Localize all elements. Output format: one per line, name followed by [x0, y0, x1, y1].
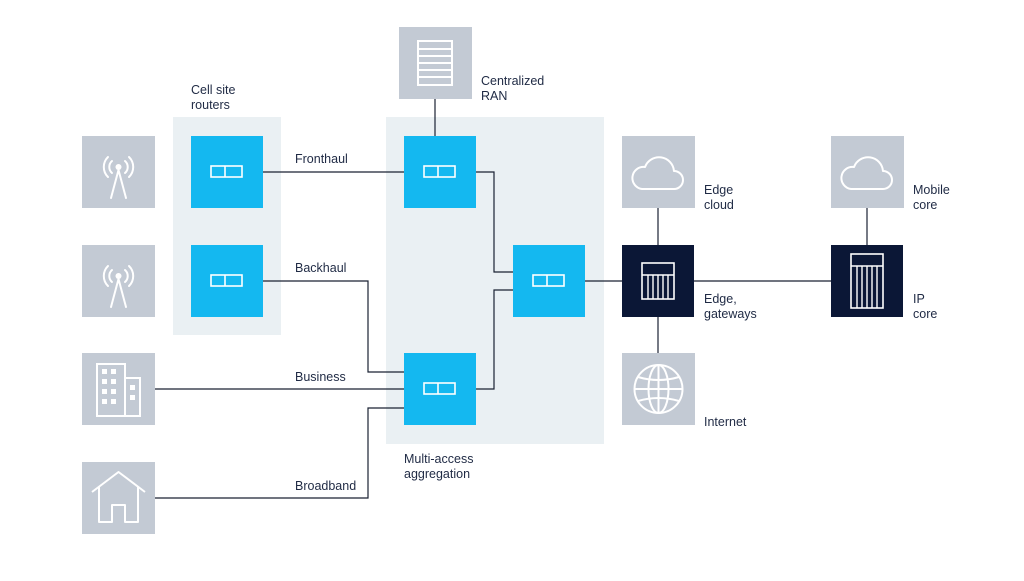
aggregation-router-center — [513, 245, 585, 317]
backhaul-link — [263, 280, 404, 373]
edge-cloud-label: Edge cloud — [704, 183, 734, 212]
business-building-icon — [82, 353, 155, 425]
agg-bottom-to-center-link — [476, 289, 513, 390]
aggregation-router-top — [404, 136, 476, 208]
ip-core-label: IP core — [913, 292, 938, 321]
fronthaul-label: Fronthaul — [295, 152, 348, 166]
mobile-core-label: Mobile core — [913, 183, 950, 212]
agg-top-to-center-link — [476, 171, 513, 273]
centralized-ran-server-icon — [399, 27, 472, 99]
cell-tower-2 — [82, 245, 155, 317]
cell-site-router-1 — [191, 136, 263, 208]
broadband-label: Broadband — [295, 479, 357, 493]
internet-globe-icon — [622, 353, 695, 425]
business-label: Business — [295, 370, 346, 384]
centralized-ran-label: Centralized RAN — [481, 74, 545, 103]
aggregation-router-bottom — [404, 353, 476, 425]
backhaul-label: Backhaul — [295, 261, 347, 275]
cell-site-router-2 — [191, 245, 263, 317]
mobile-core-cloud-icon — [831, 136, 904, 208]
edge-gateways-label: Edge, gateways — [704, 292, 757, 321]
internet-label: Internet — [704, 415, 747, 429]
ip-core-router-icon — [831, 245, 903, 317]
broadband-link — [155, 407, 404, 499]
multi-access-aggregation-label: Multi-access aggregation — [404, 452, 474, 481]
edge-cloud-icon — [622, 136, 695, 208]
cell-site-routers-label: Cell site routers — [191, 83, 236, 112]
edge-gateway-router-icon — [622, 245, 694, 317]
cell-tower-1 — [82, 136, 155, 208]
home-icon — [82, 462, 155, 534]
